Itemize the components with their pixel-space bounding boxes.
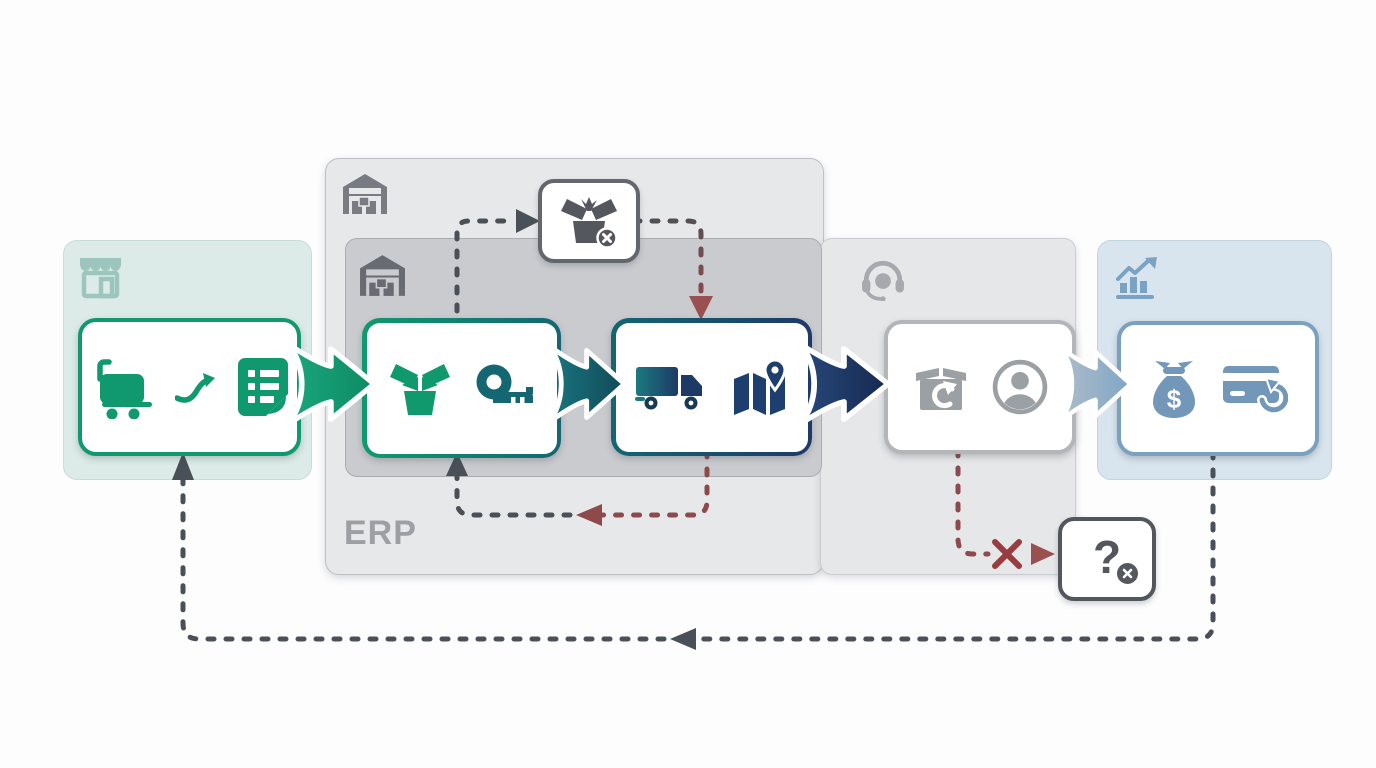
headset-icon xyxy=(862,260,904,301)
curve-arrow-icon xyxy=(174,373,215,403)
flow-arrow-ship-to-returns xyxy=(796,342,890,426)
erp-label: ERP xyxy=(344,514,417,552)
node-ship-track-body xyxy=(615,322,808,452)
node-refund-finance: $ xyxy=(1117,321,1319,456)
node-returns-support xyxy=(884,320,1076,454)
delivery-truck-icon xyxy=(634,367,702,410)
map-pin-icon xyxy=(733,358,787,415)
node-pick-pack xyxy=(362,318,561,458)
return-box-icon xyxy=(916,368,966,410)
flow-arrow-returns-to-finance xyxy=(1058,346,1132,422)
shopping-cart-icon xyxy=(96,359,152,419)
dollar-sign: $ xyxy=(1167,384,1182,414)
flow-arrow-pack-to-ship xyxy=(546,344,626,424)
money-bag-icon: $ xyxy=(1153,360,1195,418)
chart-growth-icon xyxy=(1116,257,1157,299)
flow-arrow-order-to-pack xyxy=(284,342,376,426)
warehouse-icon xyxy=(343,174,387,214)
node-ship-track xyxy=(611,318,812,456)
customer-icon xyxy=(992,359,1048,415)
node-pick-pack-body xyxy=(366,322,557,454)
node-damaged-package xyxy=(538,179,640,263)
order-document-icon xyxy=(237,358,288,416)
damaged-box-icon xyxy=(561,197,618,248)
warehouse-icon xyxy=(360,255,405,296)
open-box-icon xyxy=(389,364,450,415)
storefront-icon xyxy=(80,258,121,299)
node-lost-package: ? xyxy=(1058,517,1156,601)
tape-measure-icon xyxy=(476,364,533,403)
node-order-capture xyxy=(78,318,301,456)
error-x-badge xyxy=(1115,561,1140,586)
card-refund-icon xyxy=(1223,365,1288,414)
